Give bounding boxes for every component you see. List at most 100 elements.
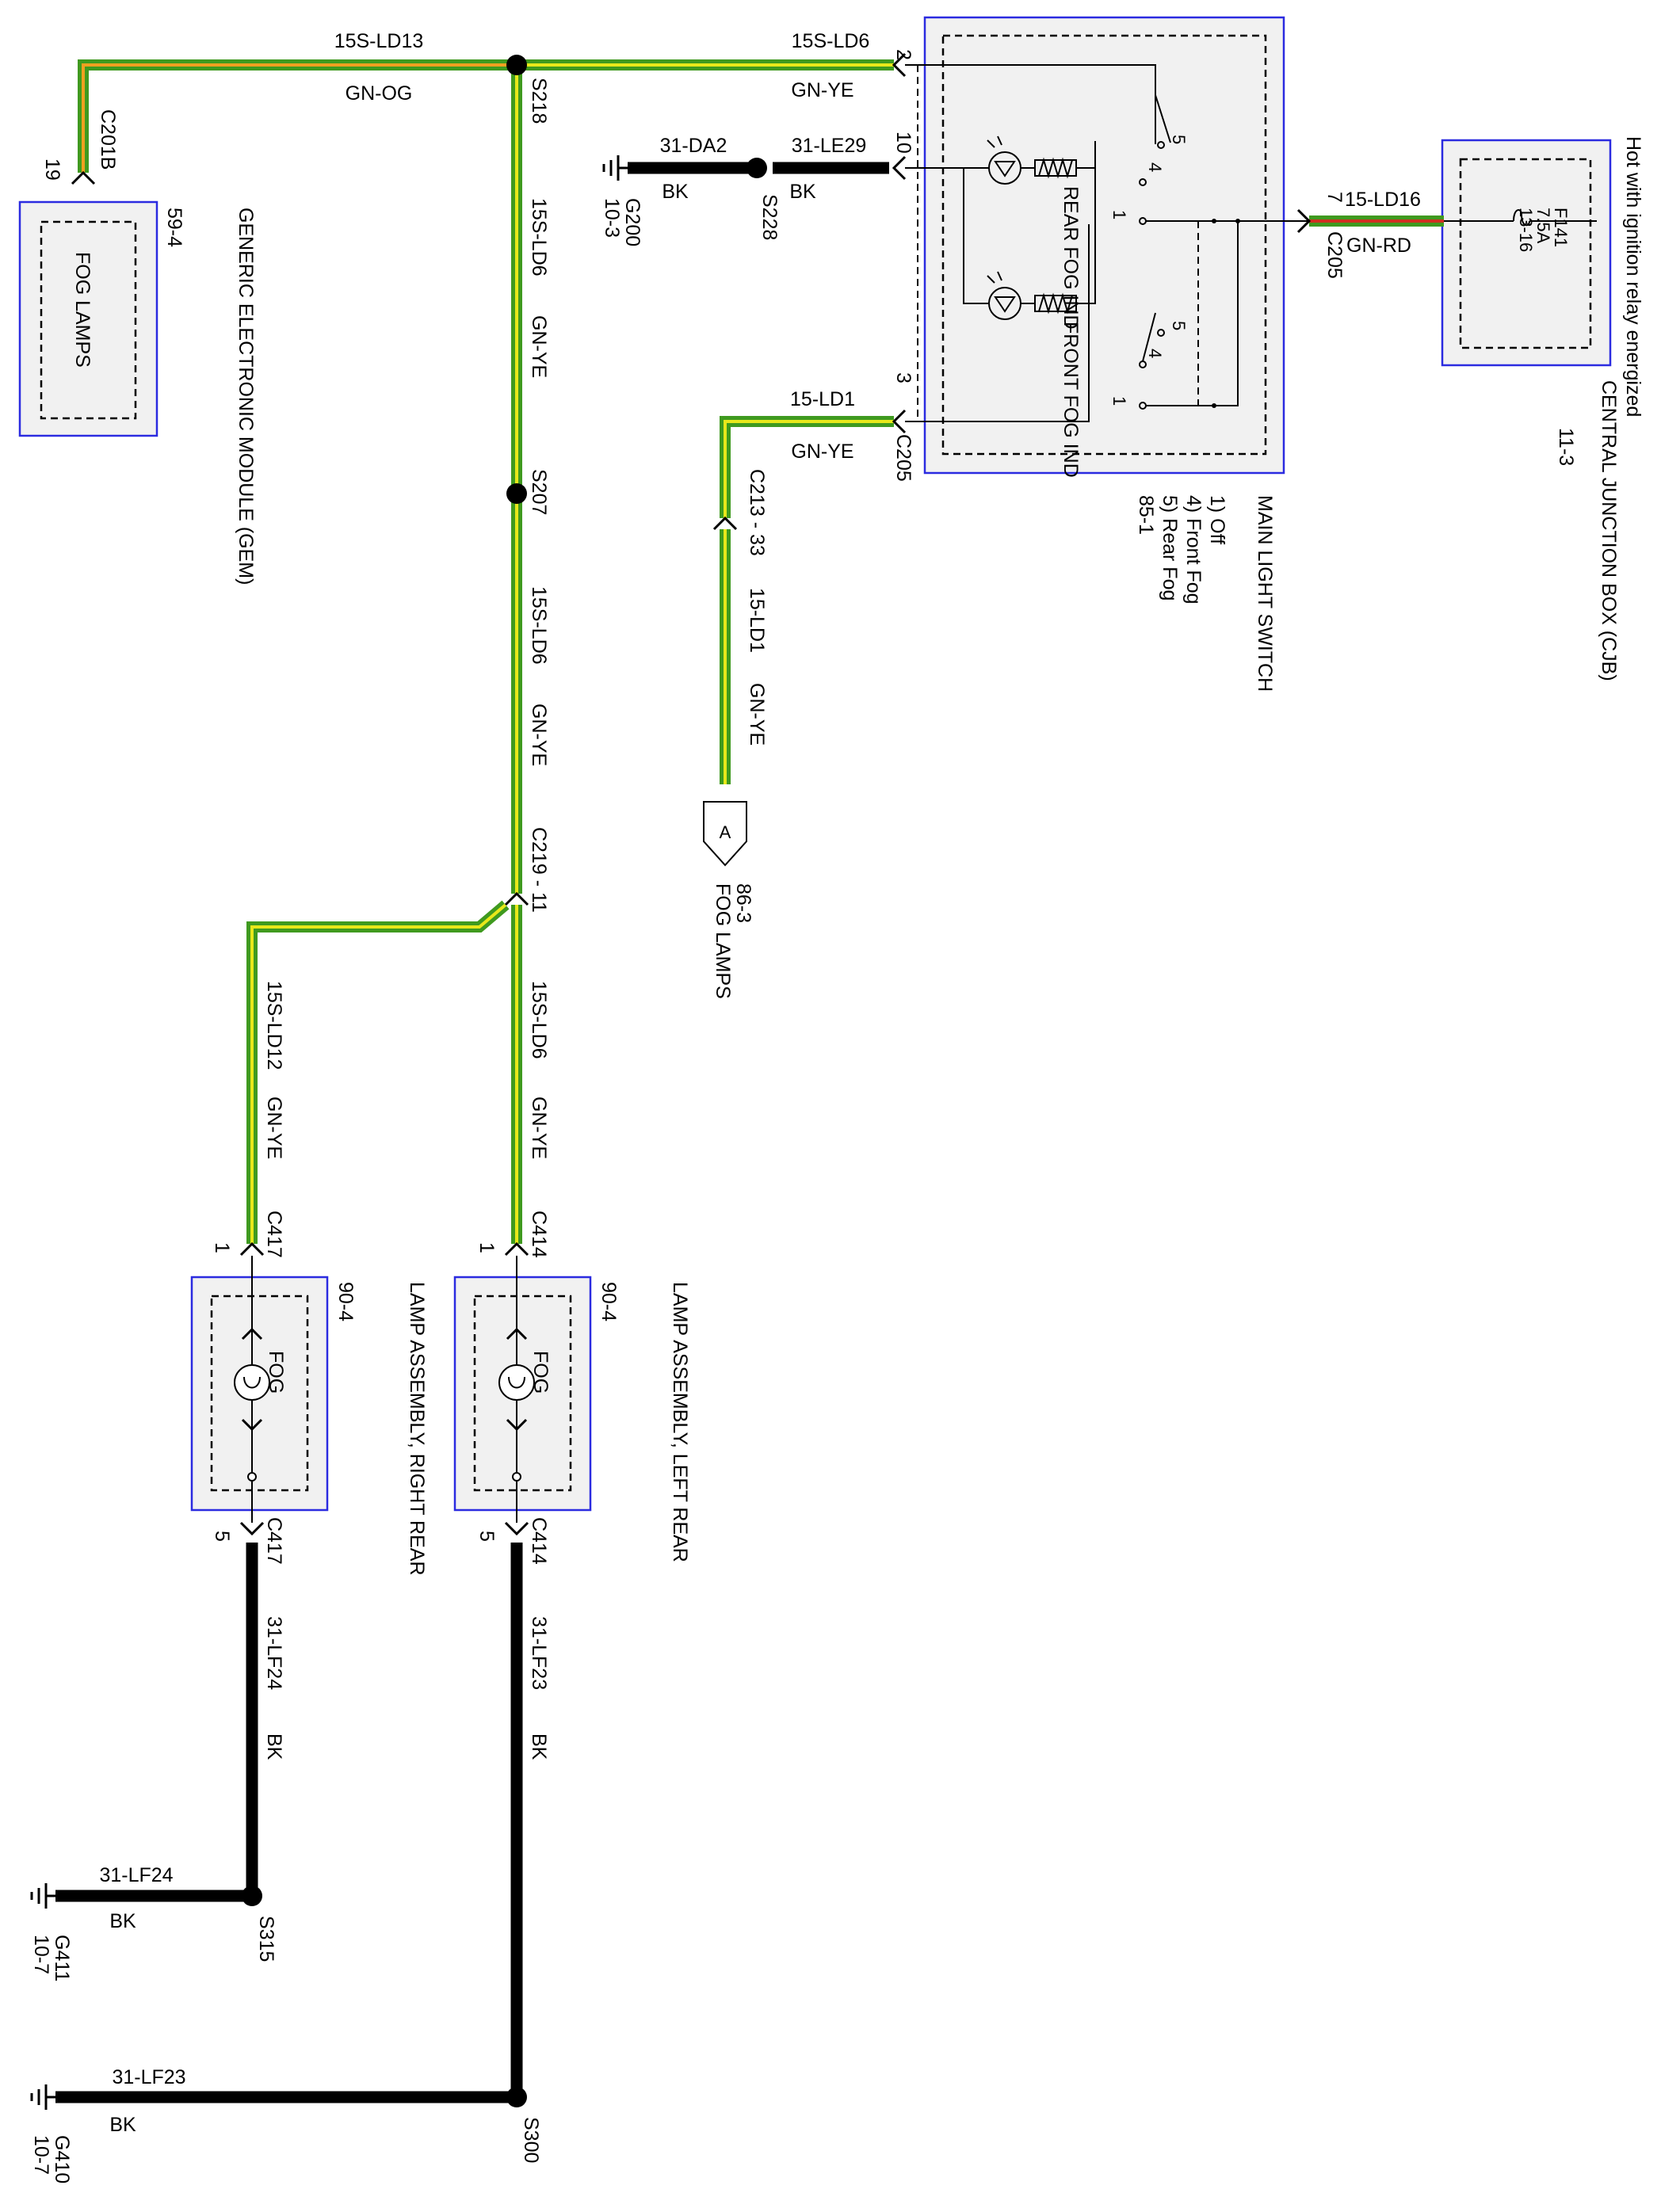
wire-31lf23-v-color: BK (528, 1733, 550, 1760)
lamp-lr-pin-bot: 5 (475, 1531, 498, 1542)
s315-name: S315 (255, 1916, 277, 1962)
gem-module (18, 200, 158, 437)
label-gn-rd: GN-RD (1346, 235, 1411, 257)
c213-connector: C213 - 33 (746, 469, 768, 556)
branch-rr-circuit: 15S-LD12 (263, 981, 285, 1070)
c213-circuit: 15-LD1 (746, 588, 768, 653)
main-light-switch (923, 16, 1285, 475)
c213-color: GN-YE (746, 683, 768, 746)
connector-c205-pin7: C205 (1323, 231, 1346, 279)
gem-name: GENERIC ELECTRONIC MODULE (GEM) (235, 208, 257, 585)
offpage-letter: A (720, 822, 731, 842)
wire-15sld13 (78, 59, 517, 173)
gem-inner: FOG LAMPS (71, 252, 94, 368)
label-bk-31lf24-h: BK (109, 1910, 136, 1932)
label-bk-31da2: BK (662, 181, 689, 203)
label-15ld16: 15-LD16 (1345, 189, 1421, 211)
splice-s207 (506, 483, 527, 504)
pin-7: 7 (1323, 192, 1346, 203)
wire-15ld1 (720, 416, 894, 518)
cjb-page: 11-3 (1555, 428, 1577, 466)
switch-mode-rear: 5) Rear Fog (1159, 495, 1181, 601)
label-gn-ye-top: GN-YE (791, 79, 853, 101)
lamp-rr-label: C417 1 LAMP ASSEMBLY, RIGHT REAR 90-4 FO… (211, 1211, 428, 1576)
switch-page: 85-1 (1135, 495, 1157, 535)
gem-label: GENERIC ELECTRONIC MODULE (GEM) 59-4 FOG… (41, 109, 257, 585)
lamp-rr-page: 90-4 (334, 1282, 357, 1321)
switch-mode-front: 4) Front Fog (1182, 495, 1205, 604)
s300-name: S300 (520, 2117, 542, 2163)
s218-name: S218 (528, 78, 550, 124)
fuse-f141-icon (1444, 209, 1597, 227)
vertical-upper-circuit: 15S-LD6 (528, 198, 550, 276)
lamp-rr-inner: FOG (265, 1351, 287, 1394)
lamp-lr-name: LAMP ASSEMBLY, LEFT REAR (669, 1282, 691, 1562)
offpage-page: 86-3 (732, 883, 754, 923)
offpage-name: FOG LAMPS (712, 883, 734, 999)
label-31lf24-h: 31-LF24 (99, 1864, 173, 1886)
switch-pin-1b: 1 (1109, 396, 1129, 406)
c219-connector: C219 - 11 (528, 827, 550, 913)
label-15ld1: 15-LD1 (790, 388, 855, 410)
fog-bulb-lr-icon (498, 1364, 535, 1401)
label-31da2: 31-DA2 (660, 135, 727, 157)
ground-wires (55, 162, 889, 2103)
ground-symbol-g200 (602, 155, 628, 181)
offpage-connector-a: A (703, 801, 747, 867)
splice-s300 (506, 2087, 527, 2107)
lamp-lr-conn-bot: C414 (528, 1517, 550, 1565)
wire-31lf24-v-color: BK (263, 1733, 285, 1760)
label-31le29: 31-LE29 (792, 135, 867, 157)
gem-connector: C201B (97, 109, 119, 170)
lamp-lr-conn-top: C414 (528, 1211, 550, 1258)
lamp-rr-pin-top: 1 (211, 1242, 233, 1253)
g200-name: G200 (621, 198, 643, 246)
lamp-rr-conn-bot: C417 (263, 1517, 285, 1565)
branch-lr-color: GN-YE (528, 1096, 550, 1159)
pin-10: 10 (892, 132, 915, 154)
lamp-rr-name: LAMP ASSEMBLY, RIGHT REAR (406, 1282, 428, 1576)
label-15sld6-top: 15S-LD6 (792, 30, 870, 52)
s207-name: S207 (528, 469, 550, 515)
lamp-lr-inner: FOG (529, 1351, 552, 1394)
fog-bulb-rr-icon (234, 1364, 270, 1401)
splice-s218 (506, 55, 527, 75)
branch-rr-color: GN-YE (263, 1096, 285, 1159)
switch-pin-4a: 4 (1145, 162, 1165, 172)
lamp-lr-pin-top: 1 (475, 1242, 498, 1253)
g411-page: 10-7 (30, 1935, 52, 1974)
wire-31lf23-v-circuit: 31-LF23 (528, 1616, 550, 1690)
cjb-name: CENTRAL JUNCTION BOX (CJB) (1598, 380, 1620, 681)
wire-branch-rr (246, 900, 510, 1244)
front-fog-ind-label: FRONT FOG IND (1060, 322, 1082, 478)
label-bk-31le29: BK (789, 181, 816, 203)
lamp-lr-label: C414 1 LAMP ASSEMBLY, LEFT REAR 90-4 FOG… (475, 1211, 691, 1565)
lamp-rr-pin-bot: 5 (211, 1531, 233, 1542)
splice-s315 (242, 1886, 262, 1906)
label-gn-ye-15ld1: GN-YE (791, 440, 853, 463)
switch-mode-off: 1) Off (1206, 495, 1228, 544)
switch-pin-5b: 5 (1169, 321, 1189, 330)
colored-wires (78, 59, 1444, 1244)
lamp-lr-page: 90-4 (598, 1282, 620, 1321)
label-31lf23-h: 31-LF23 (112, 2066, 185, 2088)
g200-page: 10-3 (601, 198, 623, 238)
fuse-rating: 7.5A (1533, 208, 1553, 244)
fog-bulb-lr (498, 1256, 535, 1523)
label-bk-31lf23-h: BK (109, 2114, 136, 2136)
g410-name: G410 (51, 2135, 73, 2183)
ground-symbol-g410 (30, 2084, 55, 2110)
g410-page: 10-7 (30, 2135, 52, 2175)
label-gn-og: GN-OG (346, 82, 413, 105)
fog-bulb-rr (234, 1256, 270, 1523)
splice-s228 (746, 158, 767, 178)
branch-lr-circuit: 15S-LD6 (528, 981, 550, 1059)
wire-31lf24-v-circuit: 31-LF24 (263, 1616, 285, 1690)
switch-pin-5a: 5 (1169, 135, 1189, 144)
vertical-upper-color: GN-YE (528, 315, 550, 378)
central-junction-box (1441, 139, 1612, 367)
switch-internals (905, 64, 1309, 422)
rear-fog-ind-label: REAR FOG IND (1060, 186, 1082, 330)
pin-3: 3 (892, 372, 915, 383)
